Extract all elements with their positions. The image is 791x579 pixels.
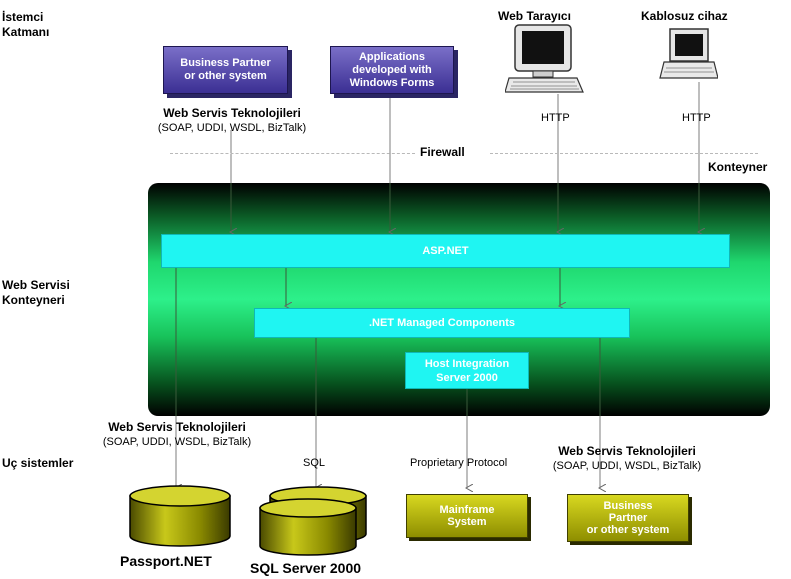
database-icon	[129, 485, 231, 547]
web-services-top-label: Web Servis Teknolojileri (SOAP, UDDI, WS…	[157, 106, 307, 134]
container-tier-label: Web Servisi Konteyneri	[2, 278, 70, 307]
sql-label: SQL	[303, 457, 326, 469]
web-services-left-label: Web Servis Teknolojileri (SOAP, UDDI, WS…	[102, 420, 252, 448]
laptop-icon	[659, 28, 718, 79]
wireless-device-label: Kablosuz cihaz	[641, 9, 728, 23]
firewall-line-left	[170, 153, 415, 154]
end-systems-label: Uç sistemler	[2, 456, 74, 470]
sql-database-icon	[259, 486, 367, 556]
passport-label: Passport.NET	[120, 553, 212, 569]
client-tier-label: İstemci Katmanı	[2, 10, 50, 39]
firewall-line-right	[490, 153, 758, 154]
proprietary-protocol-label: Proprietary Protocol	[410, 457, 508, 469]
managed-components-box: .NET Managed Components	[254, 308, 630, 338]
aspnet-box: ASP.NET	[161, 234, 730, 268]
web-browser-label: Web Tarayıcı	[498, 9, 571, 23]
http-label-2: HTTP	[682, 112, 711, 124]
container-label: Konteyner	[708, 160, 768, 174]
firewall-label: Firewall	[420, 145, 465, 159]
sql-server-label: SQL Server 2000	[250, 560, 362, 576]
http-label-1: HTTP	[541, 112, 570, 124]
monitor-icon	[505, 24, 584, 93]
web-services-right-label: Web Servis Teknolojileri (SOAP, UDDI, WS…	[552, 444, 702, 472]
